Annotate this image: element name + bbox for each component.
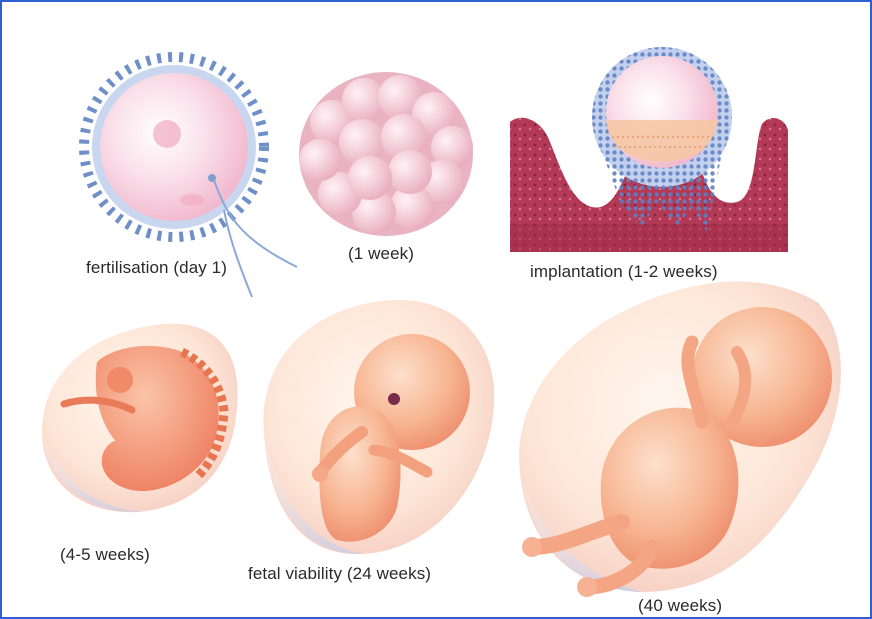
label-fetal-viability: fetal viability (24 weeks) [248, 564, 431, 584]
label-40-weeks: (40 weeks) [638, 596, 722, 616]
label-fertilisation: fertilisation (day 1) [86, 258, 227, 278]
fetus-40-weeks [519, 281, 841, 597]
implantation-uterus [510, 47, 788, 252]
morula [299, 72, 473, 236]
fetus-24-weeks [263, 300, 494, 554]
label-1-week: (1 week) [348, 244, 414, 264]
label-implantation: implantation (1-2 weeks) [530, 262, 718, 282]
embryo-4-5-weeks [42, 324, 238, 513]
label-4-5-weeks: (4-5 weeks) [60, 545, 150, 565]
